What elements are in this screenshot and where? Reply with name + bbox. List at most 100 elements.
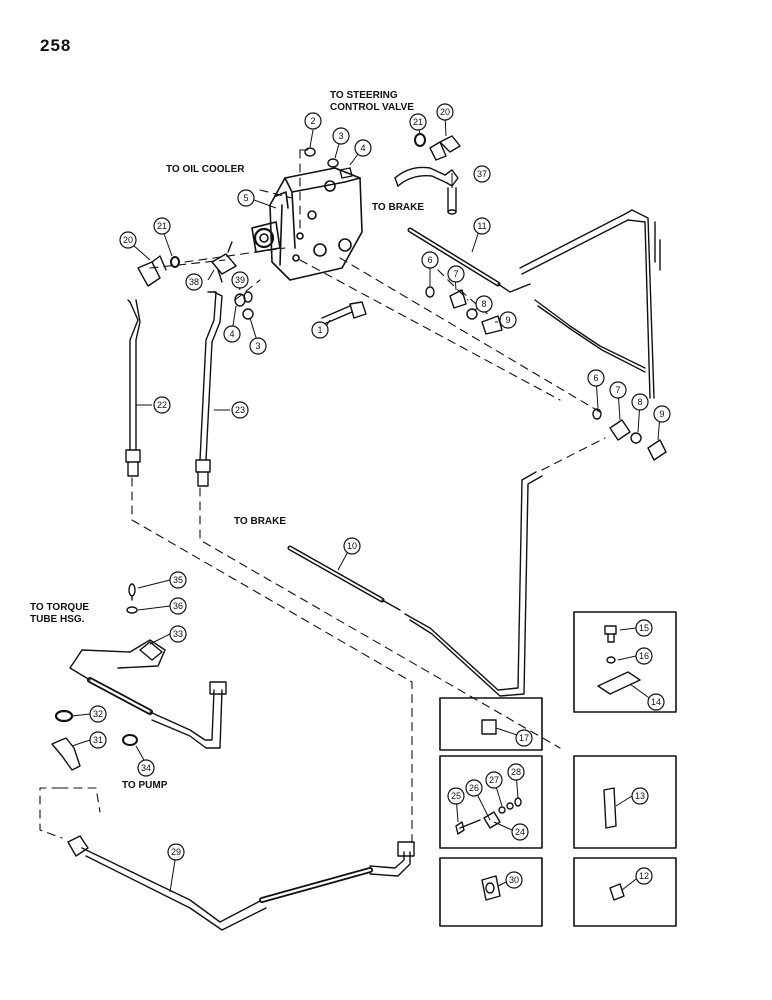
svg-text:28: 28 xyxy=(511,767,521,777)
label-control-valve: CONTROL VALVE xyxy=(330,102,414,113)
callout-14: 14 xyxy=(647,693,665,711)
callout-16: 16 xyxy=(635,647,653,665)
svg-text:37: 37 xyxy=(477,169,487,179)
svg-text:10: 10 xyxy=(347,541,357,551)
callout-35: 35 xyxy=(169,571,187,589)
svg-text:9: 9 xyxy=(659,409,664,419)
callout-9: 9 xyxy=(499,311,517,329)
svg-text:6: 6 xyxy=(427,255,432,265)
callout-20: 20 xyxy=(436,103,454,121)
svg-text:8: 8 xyxy=(481,299,486,309)
fittings-upper xyxy=(425,286,503,335)
callout-31: 31 xyxy=(89,731,107,749)
svg-text:26: 26 xyxy=(469,783,479,793)
callout-1: 1 xyxy=(311,321,329,339)
callout-4: 4 xyxy=(354,139,372,157)
steering-fitting xyxy=(394,133,461,215)
callout-34: 34 xyxy=(137,759,155,777)
svg-text:34: 34 xyxy=(141,763,151,773)
svg-text:13: 13 xyxy=(635,791,645,801)
callout-13: 13 xyxy=(631,787,649,805)
label-tube-hsg: TUBE HSG. xyxy=(30,614,85,625)
svg-text:20: 20 xyxy=(440,107,450,117)
torque-tube-hose xyxy=(69,583,227,749)
callout-29: 29 xyxy=(167,843,185,861)
callout-7: 7 xyxy=(447,265,465,283)
callout-33: 33 xyxy=(169,625,187,643)
svg-text:17: 17 xyxy=(519,733,529,743)
svg-text:22: 22 xyxy=(157,400,167,410)
callout-4b: 4 xyxy=(223,325,241,343)
svg-text:33: 33 xyxy=(173,629,183,639)
svg-text:30: 30 xyxy=(509,875,519,885)
tube-22 xyxy=(125,299,141,477)
callout-6: 6 xyxy=(421,251,439,269)
svg-text:25: 25 xyxy=(451,791,461,801)
svg-text:14: 14 xyxy=(651,697,661,707)
svg-text:3: 3 xyxy=(338,131,343,141)
svg-text:9: 9 xyxy=(505,315,510,325)
callout-5: 5 xyxy=(237,189,255,207)
callouts: 2 3 4 5 20 21 37 11 6 7 8 9 38 39 1 3 4 … xyxy=(89,103,671,889)
callout-12: 12 xyxy=(635,867,653,885)
callout-28: 28 xyxy=(507,763,525,781)
svg-text:27: 27 xyxy=(489,775,499,785)
svg-text:8: 8 xyxy=(637,397,642,407)
control-valve xyxy=(251,167,363,281)
callout-20b: 20 xyxy=(119,231,137,249)
svg-text:35: 35 xyxy=(173,575,183,585)
label-to-brake-upper: TO BRAKE xyxy=(372,202,424,213)
label-to-steering: TO STEERING xyxy=(330,90,398,101)
callout-6b: 6 xyxy=(587,369,605,387)
callout-17: 17 xyxy=(515,729,533,747)
svg-text:16: 16 xyxy=(639,651,649,661)
brake-line-lower xyxy=(287,471,543,697)
svg-text:36: 36 xyxy=(173,601,183,611)
svg-text:2: 2 xyxy=(310,116,315,126)
svg-text:1: 1 xyxy=(317,325,322,335)
svg-text:31: 31 xyxy=(93,735,103,745)
oil-cooler-fittings xyxy=(137,241,237,287)
svg-text:29: 29 xyxy=(171,847,181,857)
callout-23: 23 xyxy=(231,401,249,419)
inset-boxes xyxy=(439,611,677,927)
callout-37: 37 xyxy=(473,165,491,183)
callout-36: 36 xyxy=(169,597,187,615)
svg-text:21: 21 xyxy=(157,221,167,231)
svg-text:5: 5 xyxy=(243,193,248,203)
callout-3: 3 xyxy=(332,127,350,145)
callout-21: 21 xyxy=(409,113,427,131)
svg-text:24: 24 xyxy=(515,827,525,837)
label-to-oil-cooler: TO OIL COOLER xyxy=(166,164,245,175)
svg-text:4: 4 xyxy=(360,143,365,153)
svg-text:38: 38 xyxy=(189,277,199,287)
inset-contents xyxy=(455,625,641,901)
svg-text:7: 7 xyxy=(453,269,458,279)
svg-text:12: 12 xyxy=(639,871,649,881)
callout-2: 2 xyxy=(304,112,322,130)
callout-3b: 3 xyxy=(249,337,267,355)
svg-text:32: 32 xyxy=(93,709,103,719)
washers-upper xyxy=(234,147,353,320)
callout-27: 27 xyxy=(485,771,503,789)
svg-text:15: 15 xyxy=(639,623,649,633)
svg-text:23: 23 xyxy=(235,405,245,415)
svg-text:20: 20 xyxy=(123,235,133,245)
callout-26: 26 xyxy=(465,779,483,797)
bolt-1 xyxy=(321,301,367,325)
callout-39: 39 xyxy=(231,271,249,289)
callout-24: 24 xyxy=(511,823,529,841)
svg-text:11: 11 xyxy=(477,221,486,231)
svg-text:3: 3 xyxy=(255,341,260,351)
callout-22: 22 xyxy=(153,396,171,414)
svg-text:21: 21 xyxy=(413,117,423,127)
callout-11: 11 xyxy=(473,217,491,235)
fittings-lower xyxy=(592,408,667,461)
svg-text:7: 7 xyxy=(615,385,620,395)
label-to-torque: TO TORQUE xyxy=(30,602,89,613)
callout-21b: 21 xyxy=(153,217,171,235)
callout-10: 10 xyxy=(343,537,361,555)
callout-30: 30 xyxy=(505,871,523,889)
callout-7b: 7 xyxy=(609,381,627,399)
